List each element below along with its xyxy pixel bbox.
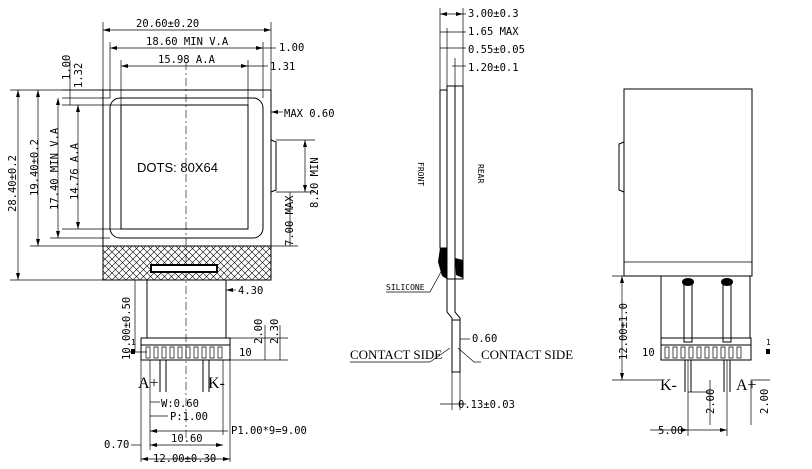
back-pin-gap: 5.00 bbox=[658, 425, 683, 437]
rear-label: REAR bbox=[476, 164, 485, 183]
back-outline bbox=[623, 88, 753, 277]
thick-total-dim: 3.00±0.3 bbox=[468, 8, 519, 20]
pin-h1-dim: 2.00 bbox=[253, 319, 265, 344]
front-label: FRONT bbox=[416, 162, 425, 186]
front-view: DOTS: 80X64 20.60±0.20 18.60 MIN V.A 1.0… bbox=[7, 18, 335, 465]
front-glass bbox=[439, 89, 448, 249]
pin-h2-dim: 2.30 bbox=[269, 319, 281, 344]
silicone-label: SILICONE bbox=[386, 283, 425, 292]
glass-height-dim: 19.40±0.2 bbox=[29, 139, 41, 196]
back-connector-pins bbox=[664, 346, 742, 359]
t-120-dim: 1.20±0.1 bbox=[468, 62, 519, 74]
pin-span-dim: 10.60 bbox=[171, 433, 203, 445]
contact-side-left: CONTACT SIDE bbox=[350, 347, 442, 362]
aa-width-dim: 15.98 A.A bbox=[158, 54, 216, 66]
back-pin-last: 10 bbox=[642, 347, 655, 359]
pitch-total-dim: P1.00*9=9.00 bbox=[231, 425, 307, 437]
back-pin-off-2: 2.00 bbox=[759, 389, 771, 414]
right-margin-2: 1.31 bbox=[270, 61, 295, 73]
back-k-minus: K- bbox=[660, 377, 677, 394]
outline-width-dim: 20.60±0.20 bbox=[136, 18, 199, 30]
fpc-length-dim: 10.00±0.50 bbox=[121, 297, 133, 360]
aa-height-dim: 14.76 A.A bbox=[69, 142, 81, 200]
max-700-dim: 7.00 MAX bbox=[284, 195, 296, 246]
outline-height-dim: 28.40±0.2 bbox=[7, 155, 19, 212]
a-plus-label: A+ bbox=[138, 375, 159, 392]
back-a-plus: A+ bbox=[736, 377, 757, 394]
t-013-dim: 0.13±0.03 bbox=[458, 399, 515, 411]
back-pin-first: 1 bbox=[766, 338, 771, 347]
t-060-dim: 0.60 bbox=[472, 333, 497, 345]
back-leads bbox=[660, 276, 751, 343]
left-top-2: 1.32 bbox=[73, 63, 85, 88]
t-055-dim: 0.55±0.05 bbox=[468, 44, 525, 56]
pin-width-dim: W:0.60 bbox=[161, 398, 199, 410]
pin-first-label: 1 bbox=[131, 338, 136, 347]
back-connector bbox=[660, 337, 752, 361]
max-165-dim: 1.65 MAX bbox=[468, 26, 519, 38]
right-margin-1: 1.00 bbox=[279, 42, 304, 54]
max-060-dim: MAX 0.60 bbox=[284, 108, 335, 120]
left-top-1: 1.00 bbox=[61, 55, 73, 80]
min-820-dim: 8.20 MIN bbox=[309, 157, 321, 208]
viewing-area bbox=[109, 97, 264, 239]
seal-area bbox=[102, 245, 272, 281]
fpc-connector bbox=[140, 337, 231, 361]
dots-label: DOTS: 80X64 bbox=[137, 160, 218, 175]
back-view: 10 1 12.00±1.0 K- A+ 2.00 2.00 5.00 bbox=[612, 88, 771, 437]
fpc-width-dim: 12.00±0.30 bbox=[153, 453, 216, 465]
va-height-dim: 17.40 MIN V.A bbox=[49, 127, 61, 210]
edge-dim: 0.70 bbox=[104, 439, 129, 451]
pitch-dim: P:1.00 bbox=[170, 411, 208, 423]
back-pin-off-1: 2.00 bbox=[705, 389, 717, 414]
lead-length-dim: 12.00±1.0 bbox=[618, 303, 630, 360]
connector-pins bbox=[145, 346, 223, 359]
side-view: FRONT REAR SILICONE 3.00±0.3 1.65 MAX 0.… bbox=[350, 8, 573, 411]
rear-glass bbox=[446, 85, 456, 280]
pin-last-label: 10 bbox=[239, 347, 252, 359]
back-plate bbox=[454, 85, 464, 280]
va-width-dim: 18.60 MIN V.A bbox=[146, 36, 229, 48]
active-area bbox=[120, 104, 249, 230]
contact-side-right: CONTACT SIDE bbox=[481, 347, 573, 362]
k-minus-label: K- bbox=[208, 375, 225, 392]
fpc-offset-dim: 4.30 bbox=[238, 285, 263, 297]
